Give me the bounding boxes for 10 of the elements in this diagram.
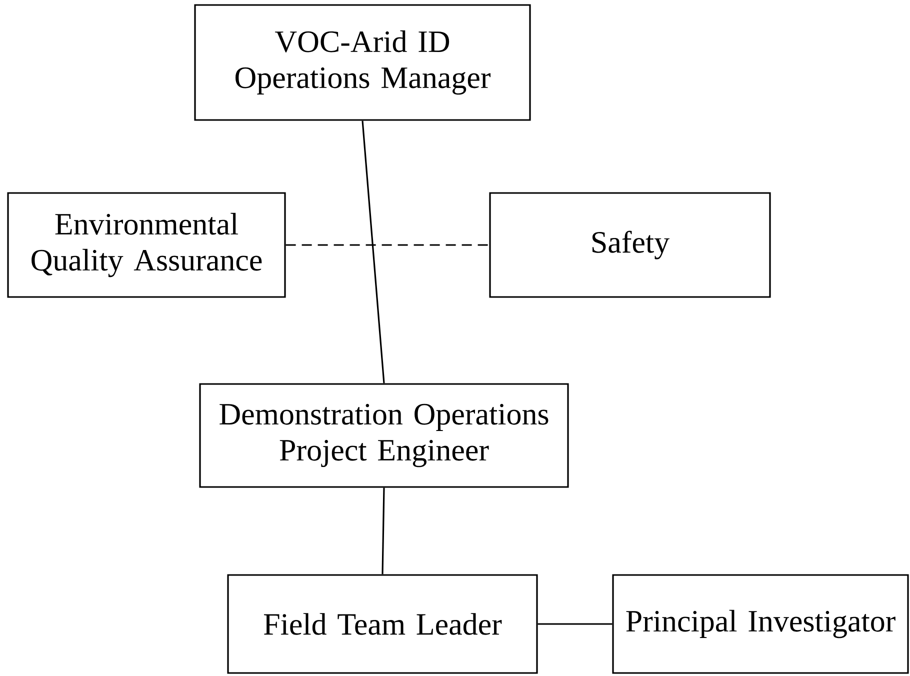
org-box: Environmental Quality Assurance <box>7 192 286 298</box>
org-box: Field Team Leader <box>227 574 538 674</box>
connector-line <box>538 623 612 625</box>
org-box: Principal Investigator <box>612 574 909 674</box>
connector-line <box>382 488 385 574</box>
connector-line <box>286 244 490 246</box>
org-box: VOC-Arid ID Operations Manager <box>194 4 531 121</box>
connector-line <box>362 120 385 384</box>
org-box: Demonstration Operations Project Engineer <box>199 383 569 488</box>
org-box: Safety <box>489 192 771 298</box>
